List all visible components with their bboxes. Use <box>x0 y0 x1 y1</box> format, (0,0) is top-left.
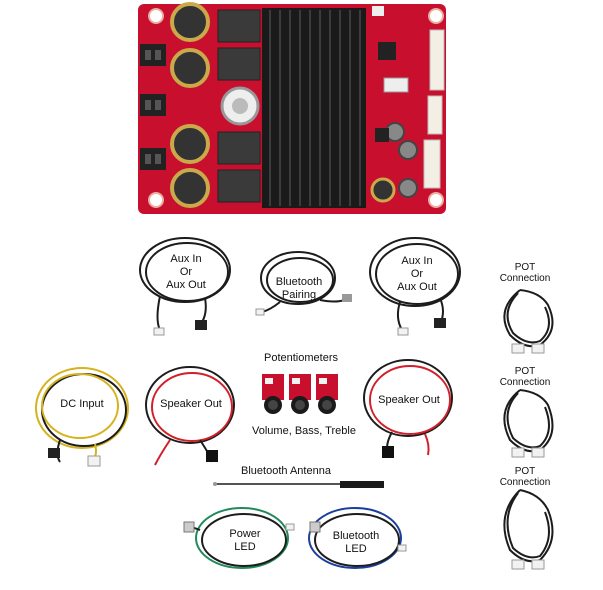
label-pot-connection-2: POT Connection <box>499 366 551 388</box>
power-led-cable <box>183 507 295 569</box>
pot-connection-cable-1 <box>503 289 554 354</box>
label-dc-input: DC Input <box>60 398 104 410</box>
amplifier-board <box>138 2 446 214</box>
label-speaker-out-left: Speaker Out <box>160 398 222 410</box>
label-bluetooth-led: Bluetooth LED <box>332 530 380 555</box>
bluetooth-led-cable <box>308 507 407 569</box>
label-power-led: Power LED <box>229 528 261 553</box>
label-bluetooth-pairing: Bluetooth Pairing <box>275 276 323 301</box>
pot-connection-cable-2 <box>503 389 554 458</box>
label-pot-connection-1: POT Connection <box>499 262 551 284</box>
bluetooth-pairing-cable <box>255 251 352 316</box>
label-potentiometers: Potentiometers <box>264 352 338 364</box>
label-speaker-out-right: Speaker Out <box>378 394 440 406</box>
aux-cable-right <box>369 237 461 336</box>
pot-connection-cable-3 <box>503 489 554 570</box>
heatsink <box>262 8 366 208</box>
label-volume-bass-treble: Volume, Bass, Treble <box>252 425 356 437</box>
inductors <box>217 9 261 203</box>
bluetooth-antenna <box>213 481 384 488</box>
potentiometer-boards <box>262 374 338 414</box>
label-aux-in-right: Aux In Or Aux Out <box>397 255 437 293</box>
label-aux-in-left: Aux In Or Aux Out <box>166 253 206 291</box>
speaker-out-cable-left <box>145 366 235 466</box>
aux-cable-left <box>139 237 231 336</box>
capacitors <box>170 2 418 208</box>
label-bluetooth-antenna: Bluetooth Antenna <box>241 465 331 477</box>
label-pot-connection-3: POT Connection <box>499 466 551 488</box>
dc-input-cable <box>35 367 129 467</box>
speaker-out-cable-right <box>363 359 453 458</box>
